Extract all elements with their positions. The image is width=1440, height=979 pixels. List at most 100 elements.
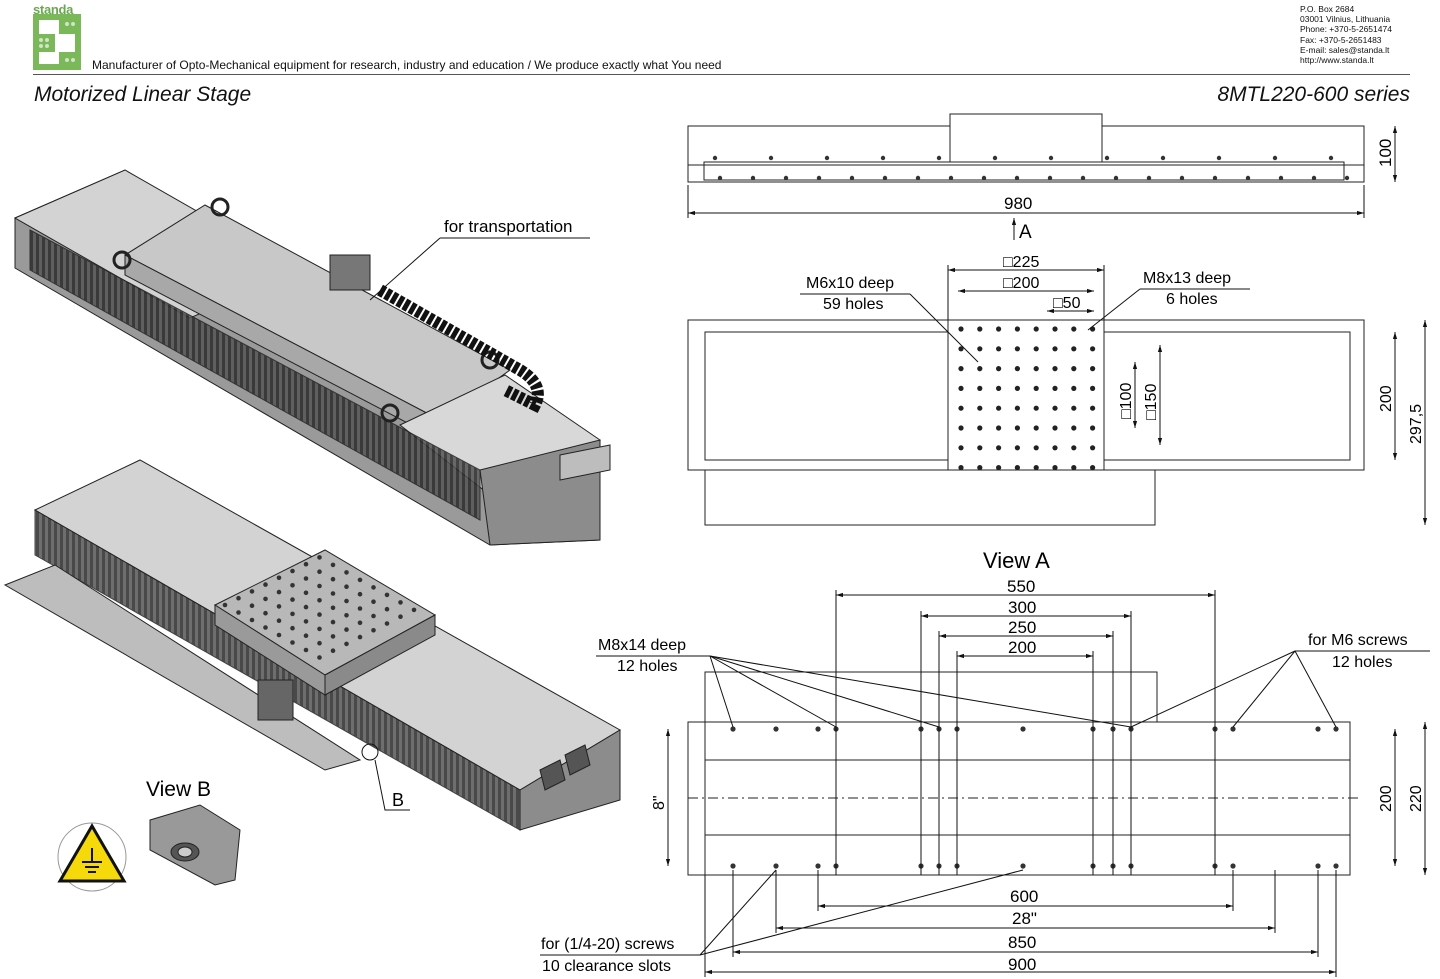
table-hole xyxy=(411,607,417,613)
dim-sq225: □225 xyxy=(1003,254,1039,271)
base-hole xyxy=(1315,726,1321,732)
table-hole xyxy=(344,570,349,575)
contact-line: P.O. Box 2684 xyxy=(1300,4,1355,14)
leader-line xyxy=(1087,288,1141,331)
mount-hole xyxy=(1104,155,1110,161)
table-hole xyxy=(330,591,336,596)
plan-hole xyxy=(1052,346,1058,352)
table-hole xyxy=(317,598,322,603)
dim-550: 550 xyxy=(1007,577,1035,596)
dim-100: 100 xyxy=(1376,139,1395,167)
plan-hole xyxy=(1090,346,1096,352)
logo-text: standa xyxy=(33,2,74,17)
mount-hole xyxy=(1272,155,1278,161)
plan-hole xyxy=(1090,366,1096,372)
plan-hole xyxy=(996,445,1002,451)
table-hole xyxy=(344,613,349,618)
table-hole xyxy=(384,606,390,612)
m8-hole-label: M8x13 deep xyxy=(1143,270,1231,287)
dim-sq150: □150 xyxy=(1143,384,1160,420)
base-hole xyxy=(1230,863,1236,869)
plan-hole xyxy=(1014,445,1021,451)
plan-hole xyxy=(996,465,1002,471)
base-hole xyxy=(730,863,736,869)
mount-hole xyxy=(1328,155,1334,161)
table-hole xyxy=(398,614,403,619)
table-hole xyxy=(263,625,268,630)
plan-hole xyxy=(1052,405,1058,411)
table-hole xyxy=(371,599,376,604)
table-hole xyxy=(276,632,282,638)
dim-980: 980 xyxy=(1004,194,1032,213)
table-hole xyxy=(317,569,322,574)
plan-hole xyxy=(977,425,983,431)
mount-hole xyxy=(992,155,998,161)
table-hole xyxy=(330,619,336,625)
page-title: Motorized Linear Stage xyxy=(34,83,252,106)
plan-hole xyxy=(996,385,1002,391)
plan-hole xyxy=(1033,425,1039,431)
top-side-view xyxy=(687,113,1365,183)
contact-line: Fax: +370-5-2651483 xyxy=(1300,34,1382,45)
mount-hole xyxy=(783,175,789,181)
plan-hole xyxy=(1014,326,1021,332)
m8-14-label: M8x14 deep xyxy=(598,637,686,654)
plan-hole xyxy=(1090,385,1096,391)
leader-lines-m6 xyxy=(1130,650,1337,728)
plan-hole xyxy=(1033,445,1039,451)
table-hole xyxy=(290,625,295,631)
table-hole xyxy=(317,612,322,617)
m6-screws-label: for M6 screws xyxy=(1308,632,1408,649)
model-title: 8MTL220-600 series xyxy=(1217,83,1410,106)
base-hole xyxy=(1020,726,1026,732)
plan-hole xyxy=(1033,405,1039,411)
top-view-holes: (function(){ var g=document.currentScrip… xyxy=(712,155,1350,181)
table-hole xyxy=(344,641,349,647)
table-hole xyxy=(290,597,295,602)
dim-300: 300 xyxy=(1008,598,1036,617)
plan-hole xyxy=(996,326,1002,332)
base-hole xyxy=(773,863,779,869)
plan-hole xyxy=(958,346,964,352)
dim-sq100: □100 xyxy=(1118,383,1135,419)
base-hole xyxy=(815,863,821,869)
table-hole xyxy=(236,595,241,601)
dim-850: 850 xyxy=(1008,933,1036,952)
table-hole xyxy=(317,626,322,632)
table-hole xyxy=(303,576,309,581)
plan-hole xyxy=(1014,366,1021,372)
plan-hole xyxy=(1090,465,1096,471)
table-hole xyxy=(276,575,282,581)
plan-hole xyxy=(1033,326,1039,332)
plan-hole xyxy=(996,425,1002,431)
leader-lines-slots xyxy=(699,869,1024,956)
mount-hole xyxy=(981,175,987,181)
mount-hole xyxy=(717,175,723,181)
base-hole xyxy=(1230,726,1236,732)
table-hole xyxy=(344,627,349,632)
m8-14-count: 12 holes xyxy=(617,658,678,675)
plan-hole xyxy=(1071,346,1077,352)
plan-hole xyxy=(977,366,983,372)
plan-hole xyxy=(1071,385,1077,391)
dim-297: 297,5 xyxy=(1408,404,1425,444)
dim-sq50: □50 xyxy=(1053,295,1081,312)
dim-200v: 200 xyxy=(1378,785,1395,812)
base-hole xyxy=(1315,863,1321,869)
mount-hole xyxy=(880,155,886,161)
company-tagline: Manufacturer of Opto-Mechanical equipmen… xyxy=(92,58,722,72)
plan-hole xyxy=(1014,465,1021,471)
plan-hole xyxy=(1071,465,1077,471)
plan-hole xyxy=(977,385,983,391)
m6-hole-count: 59 holes xyxy=(823,296,884,313)
plan-hole xyxy=(1033,465,1039,471)
plan-hole xyxy=(1071,326,1077,332)
iso-view-transport xyxy=(13,169,611,546)
logo-mark xyxy=(33,14,81,70)
table-hole xyxy=(303,590,309,596)
plan-hole xyxy=(1071,366,1077,372)
leader-line xyxy=(909,293,979,363)
dim-200: 200 xyxy=(1008,638,1036,657)
base-hole xyxy=(773,726,779,732)
